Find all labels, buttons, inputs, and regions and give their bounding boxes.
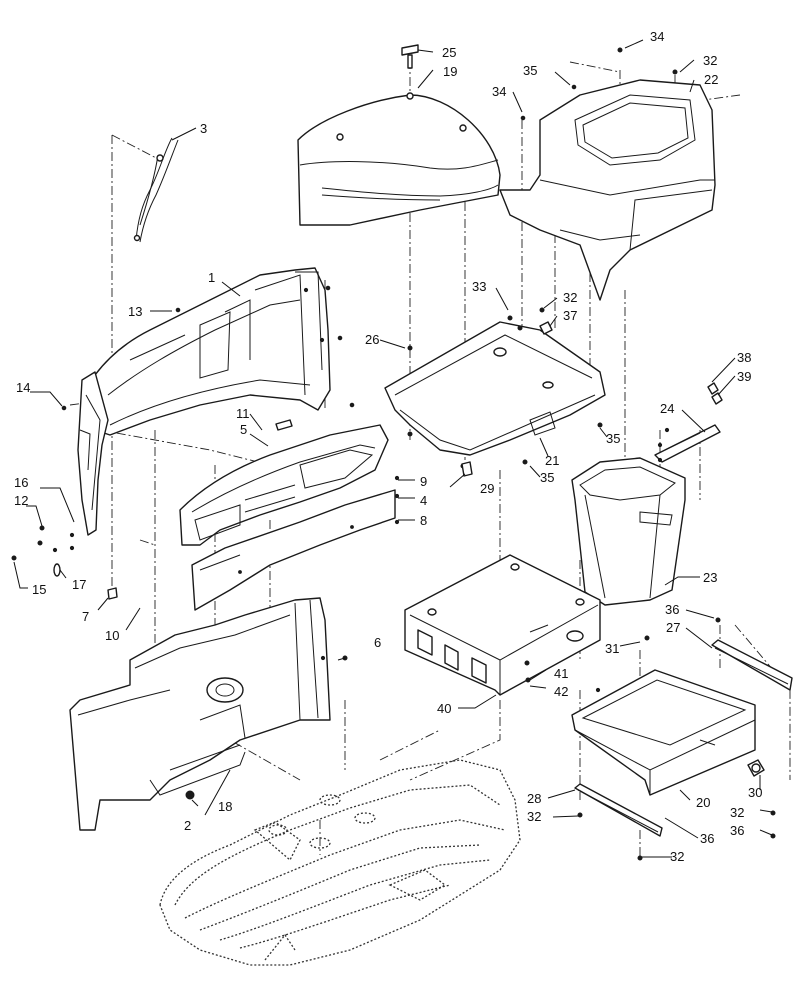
callout-29: 29 xyxy=(480,481,494,496)
callout-27: 27 xyxy=(666,620,680,635)
top-fastener xyxy=(401,44,419,69)
callout-28: 28 xyxy=(527,791,541,806)
storage-bin-part xyxy=(571,457,686,606)
callout-20: 20 xyxy=(696,795,710,810)
callout-39: 39 xyxy=(737,369,751,384)
callout-26: 26 xyxy=(365,332,379,347)
callout-34b: 34 xyxy=(492,84,506,99)
callout-31: 31 xyxy=(605,641,619,656)
callout-5: 5 xyxy=(240,422,247,437)
callout-8: 8 xyxy=(420,513,427,528)
callout-14: 14 xyxy=(16,380,30,395)
callout-labels: 1 2 3 4 5 6 7 8 9 10 11 12 13 14 15 16 1… xyxy=(14,29,762,864)
callout-32a: 32 xyxy=(703,53,717,68)
callout-30: 30 xyxy=(748,785,762,800)
callout-11: 11 xyxy=(236,406,250,421)
callout-37: 37 xyxy=(563,308,577,323)
callout-21: 21 xyxy=(545,453,559,468)
callout-6: 6 xyxy=(374,635,381,650)
callout-36c: 36 xyxy=(730,823,744,838)
mounting-plate-part xyxy=(384,321,606,469)
callout-4: 4 xyxy=(420,493,427,508)
callout-18: 18 xyxy=(218,799,232,814)
vertical-edge-trim xyxy=(77,371,109,536)
floor-mat-reference xyxy=(159,759,521,966)
callout-1: 1 xyxy=(208,270,215,285)
callout-3: 3 xyxy=(200,121,207,136)
upper-side-trim-panel xyxy=(94,267,331,436)
knob-30 xyxy=(747,759,765,777)
callout-17: 17 xyxy=(72,577,86,592)
callout-34a: 34 xyxy=(650,29,664,44)
callout-23: 23 xyxy=(703,570,717,585)
callout-19: 19 xyxy=(443,64,457,79)
callout-10: 10 xyxy=(105,628,119,643)
callout-25: 25 xyxy=(442,45,456,60)
lower-side-panel xyxy=(69,597,331,831)
callout-2: 2 xyxy=(184,818,191,833)
drawer-tray-part xyxy=(571,669,756,796)
callout-40: 40 xyxy=(437,701,451,716)
wire-harness-part xyxy=(133,137,179,243)
leader-lines xyxy=(13,39,773,858)
callout-13: 13 xyxy=(128,304,142,319)
callout-9: 9 xyxy=(420,474,427,489)
slide-rails xyxy=(574,639,793,837)
callout-24: 24 xyxy=(660,401,674,416)
callout-38: 38 xyxy=(737,350,751,365)
callout-22: 22 xyxy=(704,72,718,87)
lower-panel-plate xyxy=(191,489,396,611)
callout-12: 12 xyxy=(14,493,28,508)
armrest-tray-part xyxy=(179,424,389,546)
callout-42: 42 xyxy=(554,684,568,699)
callout-32d: 32 xyxy=(527,809,541,824)
callout-35c: 35 xyxy=(540,470,554,485)
callout-36a: 36 xyxy=(665,602,679,617)
callout-32b: 32 xyxy=(563,290,577,305)
callout-35a: 35 xyxy=(523,63,537,78)
callout-7: 7 xyxy=(82,609,89,624)
storage-housing-part xyxy=(499,79,716,301)
callout-32c: 32 xyxy=(730,805,744,820)
callout-35b: 35 xyxy=(606,431,620,446)
upper-cover-part xyxy=(297,92,501,226)
callout-16: 16 xyxy=(14,475,28,490)
bracket-24 xyxy=(654,424,721,463)
callout-32e: 32 xyxy=(670,849,684,864)
callout-36b: 36 xyxy=(700,831,714,846)
box-frame-part xyxy=(404,554,601,696)
callout-15: 15 xyxy=(32,582,46,597)
callout-41: 41 xyxy=(554,666,568,681)
fasteners xyxy=(11,47,776,861)
callout-33: 33 xyxy=(472,279,486,294)
